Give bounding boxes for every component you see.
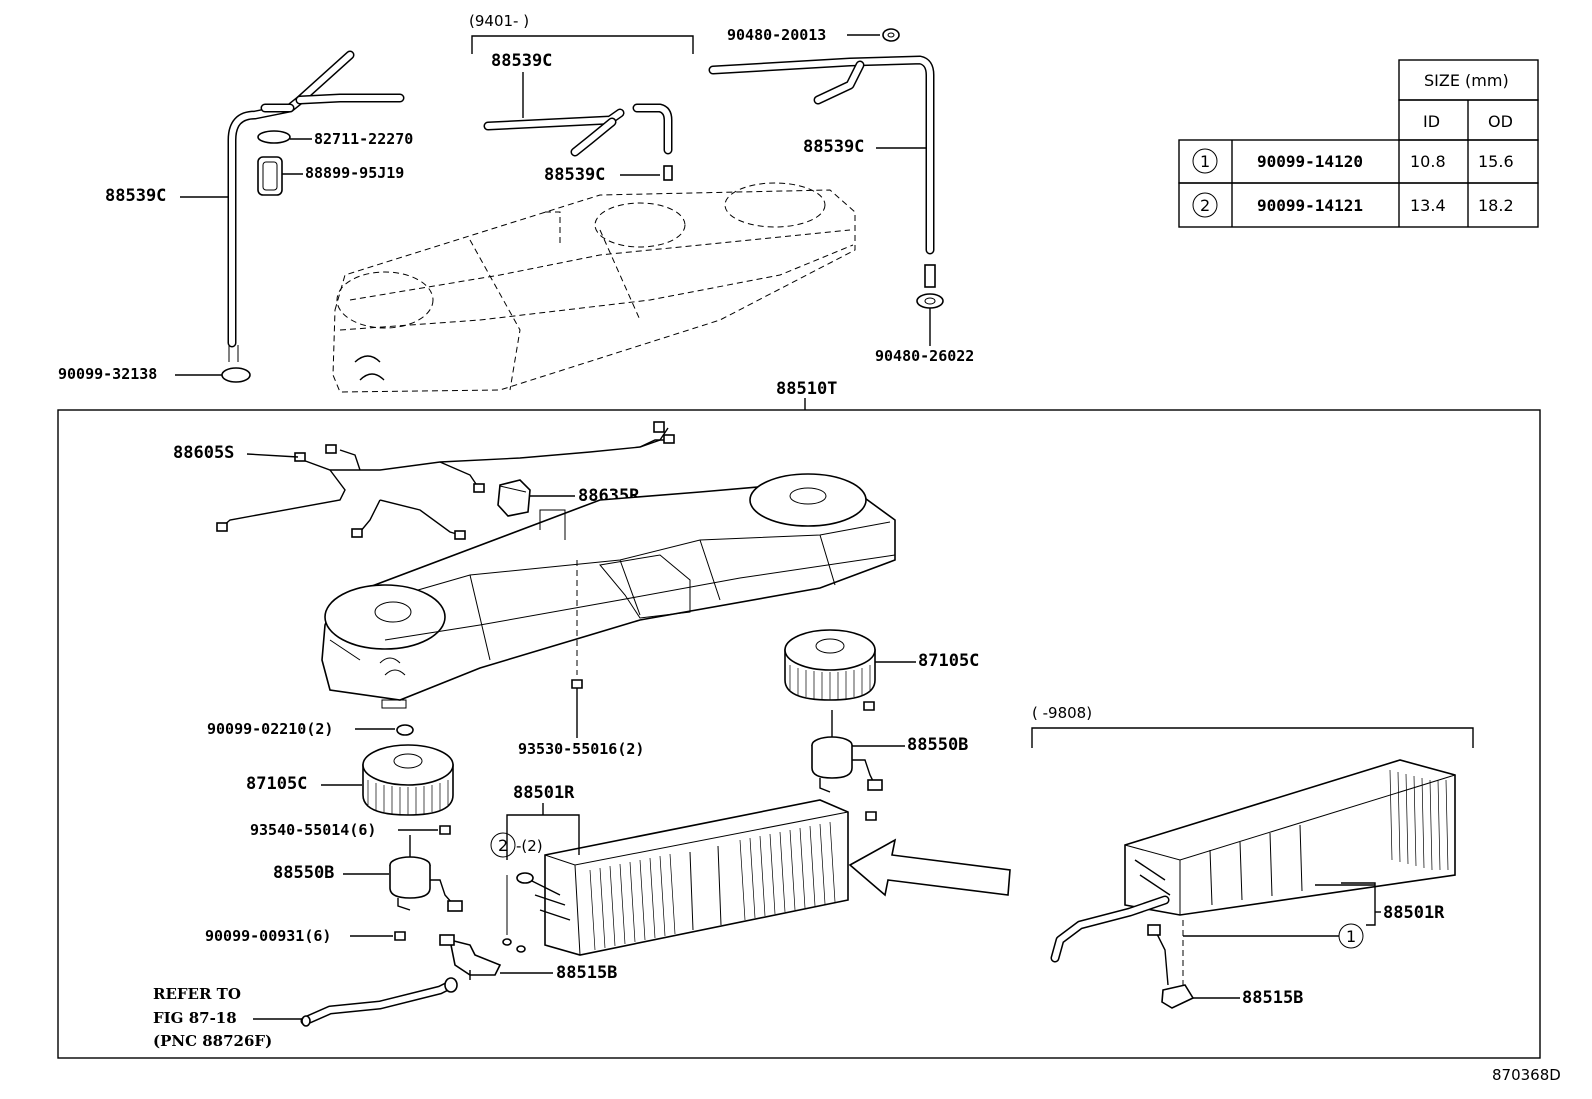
- label-evaporator-alt: 88501R: [1383, 903, 1445, 923]
- screw-bottom-drawing: [394, 931, 406, 941]
- size-table-ref-1: 1: [1200, 152, 1210, 171]
- label-grommet-left: 90099-32138: [58, 365, 157, 383]
- label-nut-left: 90099-02210(2): [207, 720, 333, 738]
- refer-pipe-drawing: [300, 977, 458, 1027]
- screw-left-drawing: [439, 825, 451, 835]
- expansion-valve-alt-drawing: [1147, 920, 1195, 1009]
- refer-note-line2: FIG 87-18: [153, 1009, 237, 1027]
- hose-mid-drawing: [483, 103, 673, 181]
- label-evaporator: 88501R: [513, 783, 575, 803]
- assembly-frame: [57, 409, 1541, 1059]
- label-blower-fan-right: 87105C: [918, 651, 979, 671]
- expansion-valve-drawing: [439, 934, 502, 980]
- label-unit-assy: 88510T: [776, 379, 837, 399]
- label-screw-bottom: 90099-00931(6): [205, 927, 331, 945]
- hose-left-drawing: [221, 50, 405, 383]
- evaporator-alt-leader: [1341, 882, 1376, 926]
- size-table: SIZE (mm) ID OD 1 90099-14120 10.8 15.6 …: [1178, 59, 1539, 228]
- blower-fan-left-drawing: [362, 744, 454, 816]
- label-screw-center: 93530-55016(2): [518, 740, 644, 758]
- label-motor-left: 88550B: [273, 863, 334, 883]
- label-clamp: 82711-22270: [314, 130, 413, 148]
- callout-oring-1: 1: [1346, 927, 1356, 946]
- label-wire-harness: 88605S: [173, 443, 234, 463]
- motor-left-drawing: [389, 835, 463, 912]
- label-hose-mid-a: 88539C: [491, 51, 552, 71]
- size-table-id-1: 10.8: [1410, 152, 1446, 171]
- label-grommet-right: 90480-26022: [875, 347, 974, 365]
- nut-left-drawing: [396, 724, 414, 736]
- callout-oring-2: 2: [498, 836, 508, 855]
- nut-top-drawing: [882, 28, 900, 42]
- label-screw-left: 93540-55014(6): [250, 821, 376, 839]
- motor-right-drawing: [811, 710, 883, 793]
- screw-center-drawing: [571, 560, 583, 705]
- label-blower-fan-left: 87105C: [246, 774, 307, 794]
- size-table-part-2: 90099-14121: [1257, 196, 1363, 215]
- evaporator-drawing: [516, 799, 849, 956]
- label-pad: 88899-95J19: [305, 164, 404, 182]
- direction-arrow: [848, 838, 1011, 897]
- screw-small-right-top: [863, 701, 875, 711]
- label-range-top: (9401- ): [469, 12, 529, 30]
- evaporator-alt-drawing: [1050, 759, 1456, 963]
- size-table-od-2: 18.2: [1478, 196, 1514, 215]
- label-range-right: ( -9808): [1032, 704, 1092, 722]
- label-motor-right: 88550B: [907, 735, 968, 755]
- size-table-title: SIZE (mm): [1424, 71, 1509, 90]
- size-table-id-2: 13.4: [1410, 196, 1446, 215]
- refer-note-line3: (PNC 88726F): [153, 1032, 272, 1050]
- wire-harness-drawing: [216, 421, 675, 540]
- size-table-col-od: OD: [1488, 112, 1513, 131]
- cooling-unit-housing-drawing: [321, 473, 896, 709]
- label-hose-right: 88539C: [803, 137, 864, 157]
- diagram-id: 870368D: [1492, 1066, 1561, 1084]
- housing-phantom-drawing: [332, 182, 856, 393]
- size-table-col-id: ID: [1423, 112, 1440, 131]
- size-table-part-1: 90099-14120: [1257, 152, 1363, 171]
- label-oring-qty: -(2): [516, 837, 543, 855]
- screw-small-right-bottom: [865, 811, 877, 821]
- size-table-ref-2: 2: [1200, 196, 1210, 215]
- hose-right-drawing: [708, 55, 944, 309]
- label-hose-left: 88539C: [105, 186, 166, 206]
- label-expansion-valve: 88515B: [556, 963, 617, 983]
- label-hose-mid-b: 88539C: [544, 165, 605, 185]
- label-nut-top: 90480-20013: [727, 26, 826, 44]
- refer-note-line1: REFER TO: [153, 985, 241, 1003]
- label-expansion-valve-alt: 88515B: [1242, 988, 1303, 1008]
- blower-fan-right-drawing: [784, 629, 876, 701]
- relay-drawing: [497, 479, 531, 517]
- size-table-od-1: 15.6: [1478, 152, 1514, 171]
